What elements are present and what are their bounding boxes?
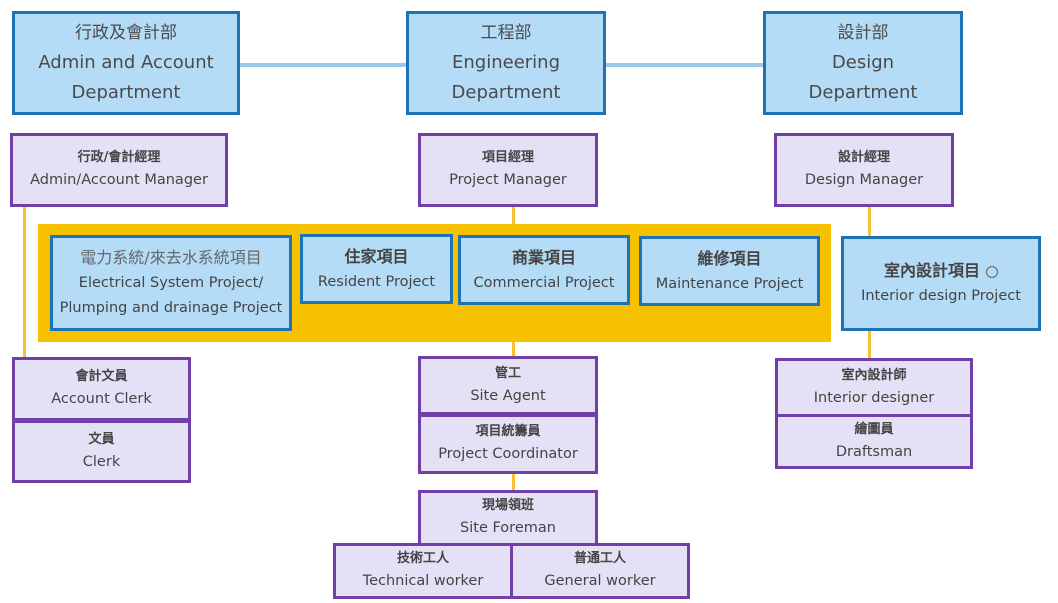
staff-project-coordinator-zh: 項目統籌員 (475, 424, 541, 439)
staff-interior-designer-zh: 室內設計師 (841, 367, 907, 383)
circle-icon (986, 265, 998, 278)
staff-general-worker-zh: 普通工人 (573, 551, 626, 566)
staff-draftsman: 繪圖員 Draftsman (775, 414, 973, 469)
project-electrical-en2: Plumping and drainage Project (59, 300, 283, 316)
connector-admin-engineering (238, 63, 408, 67)
staff-draftsman-zh: 繪圖員 (854, 421, 894, 437)
dept-engineering-en2: Department (451, 82, 561, 103)
project-interior-zh: 室內設計項目 (883, 261, 980, 280)
project-commercial-en: Commercial Project (473, 274, 615, 291)
manager-project: 項目經理 Project Manager (418, 133, 598, 207)
project-interior-en: Interior design Project (861, 288, 1021, 304)
staff-account-clerk-en: Account Clerk (51, 391, 152, 407)
dept-admin-en2: Department (71, 82, 181, 103)
project-resident-zh: 住家項目 (344, 246, 409, 266)
staff-clerk-zh: 文員 (88, 431, 115, 447)
dept-admin-zh: 行政及會計部 (75, 23, 177, 43)
staff-site-foreman-en: Site Foreman (460, 520, 556, 536)
staff-interior-designer: 室內設計師 Interior designer (775, 358, 973, 417)
staff-general-worker-en: General worker (544, 573, 656, 589)
staff-technical-worker-zh: 技術工人 (396, 551, 449, 566)
dept-engineering-zh: 工程部 (480, 23, 532, 43)
staff-clerk: 文員 Clerk (12, 420, 191, 483)
dept-admin: 行政及會計部 Admin and Account Department (12, 11, 240, 115)
project-electrical-en1: Electrical System Project/ (78, 275, 264, 291)
manager-project-en: Project Manager (449, 172, 567, 188)
connector-engineering-bottom (512, 340, 515, 358)
manager-design-en: Design Manager (804, 172, 924, 188)
staff-account-clerk: 會計文員 Account Clerk (12, 357, 191, 421)
connector-engineering-top (512, 206, 515, 226)
manager-admin-zh: 行政/會計經理 (77, 150, 161, 165)
staff-general-worker: 普通工人 General worker (510, 543, 690, 599)
staff-technical-worker-en: Technical worker (362, 573, 484, 589)
staff-site-agent: 管工 Site Agent (418, 356, 598, 415)
manager-design-zh: 設計經理 (837, 150, 890, 165)
staff-site-foreman: 現場領班 Site Foreman (418, 490, 598, 546)
project-resident-en: Resident Project (317, 273, 436, 290)
staff-interior-designer-en: Interior designer (813, 389, 935, 406)
staff-draftsman-en: Draftsman (835, 443, 913, 460)
project-maintenance-zh: 維修項目 (697, 248, 762, 268)
manager-design: 設計經理 Design Manager (774, 133, 954, 207)
staff-project-coordinator-en: Project Coordinator (438, 446, 578, 462)
staff-technical-worker: 技術工人 Technical worker (333, 543, 513, 599)
dept-design-en1: Design (831, 52, 895, 73)
staff-project-coordinator: 項目統籌員 Project Coordinator (418, 414, 598, 474)
project-commercial: 商業項目 Commercial Project (458, 235, 630, 305)
dept-design-en2: Department (808, 82, 918, 103)
staff-clerk-en: Clerk (82, 453, 121, 470)
staff-account-clerk-zh: 會計文員 (75, 369, 128, 384)
connector-design-top (868, 206, 871, 238)
staff-site-agent-en: Site Agent (470, 387, 546, 404)
dept-design: 設計部 Design Department (763, 11, 963, 115)
connector-engineering-foreman (512, 472, 515, 492)
dept-design-zh: 設計部 (837, 23, 889, 43)
project-maintenance-en: Maintenance Project (655, 275, 804, 292)
dept-engineering-en1: Engineering (452, 52, 560, 73)
connector-engineering-design (605, 63, 765, 67)
manager-admin: 行政/會計經理 Admin/Account Manager (10, 133, 228, 207)
staff-site-foreman-zh: 現場領班 (481, 498, 534, 513)
dept-admin-en1: Admin and Account (38, 52, 214, 73)
project-electrical: 電力系統/來去水系統項目 Electrical System Project/ … (50, 235, 292, 331)
project-commercial-zh: 商業項目 (511, 247, 576, 267)
dept-engineering: 工程部 Engineering Department (406, 11, 606, 115)
project-interior: 室內設計項目 Interior design Project (841, 236, 1041, 331)
manager-admin-en: Admin/Account Manager (30, 172, 208, 188)
manager-project-zh: 項目經理 (481, 150, 534, 165)
connector-design-bottom (868, 330, 871, 360)
project-resident: 住家項目 Resident Project (300, 234, 453, 304)
project-electrical-zh: 電力系統/來去水系統項目 (80, 248, 262, 267)
project-maintenance: 維修項目 Maintenance Project (639, 236, 820, 306)
staff-site-agent-zh: 管工 (494, 365, 521, 381)
connector-admin-vertical (23, 206, 26, 360)
